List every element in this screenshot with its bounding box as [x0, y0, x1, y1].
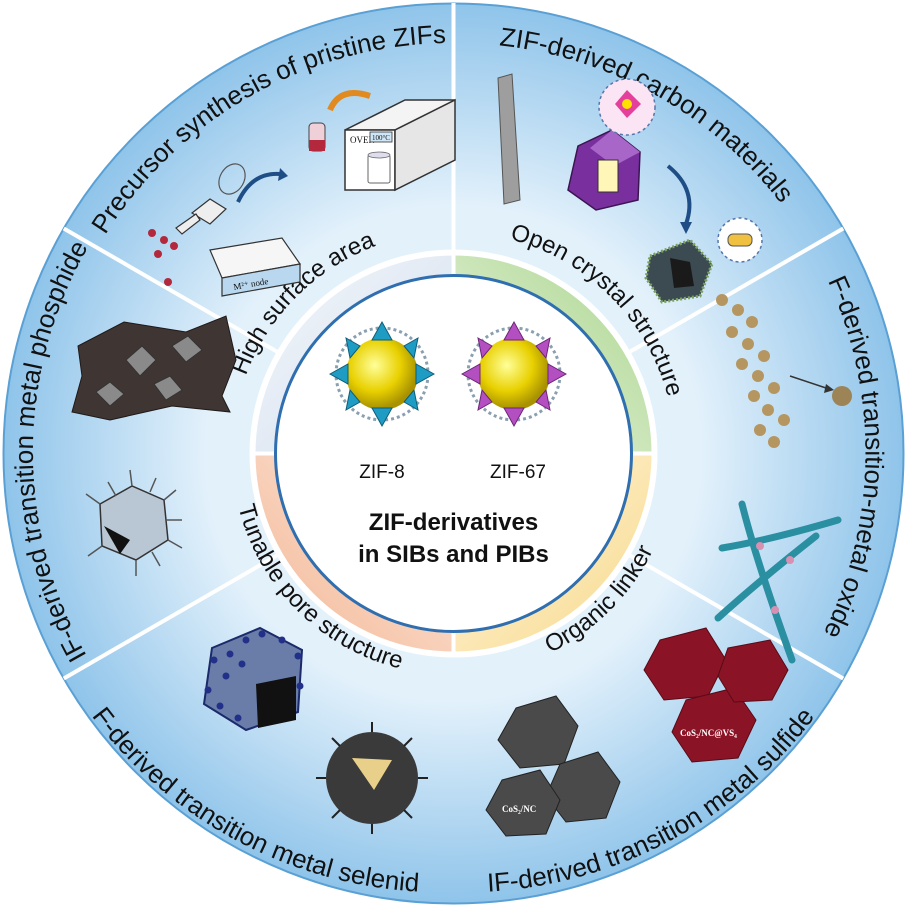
precursor-illustration: OVEN 100°C M²⁺ node	[148, 90, 456, 297]
sulfide-label-b: CoS₂/NC	[502, 804, 536, 814]
center-title-line2: in SIBs and PIBs	[358, 541, 549, 568]
zif67-label: ZIF-67	[490, 462, 546, 483]
phosphides-illustration	[71, 315, 237, 576]
outer-dividers	[62, 3, 845, 681]
sulfides-illustration: CoS₂/NC@VS₄ CoS₂/NC	[485, 627, 789, 837]
zif67-structure-illustration	[460, 320, 568, 428]
center-disk	[274, 274, 633, 633]
sulfide-label-a: CoS₂/NC@VS₄	[680, 728, 737, 738]
selenides-illustration	[202, 626, 428, 834]
oxides-illustration	[714, 294, 852, 664]
center-title-line1: ZIF-derivatives	[369, 509, 538, 536]
zif8-label: ZIF-8	[359, 462, 404, 483]
oven-temperature: 100°C	[372, 134, 390, 142]
zif8-structure-illustration	[328, 320, 436, 428]
carbon-illustration	[497, 73, 763, 304]
oven-label: OVEN	[350, 135, 375, 145]
